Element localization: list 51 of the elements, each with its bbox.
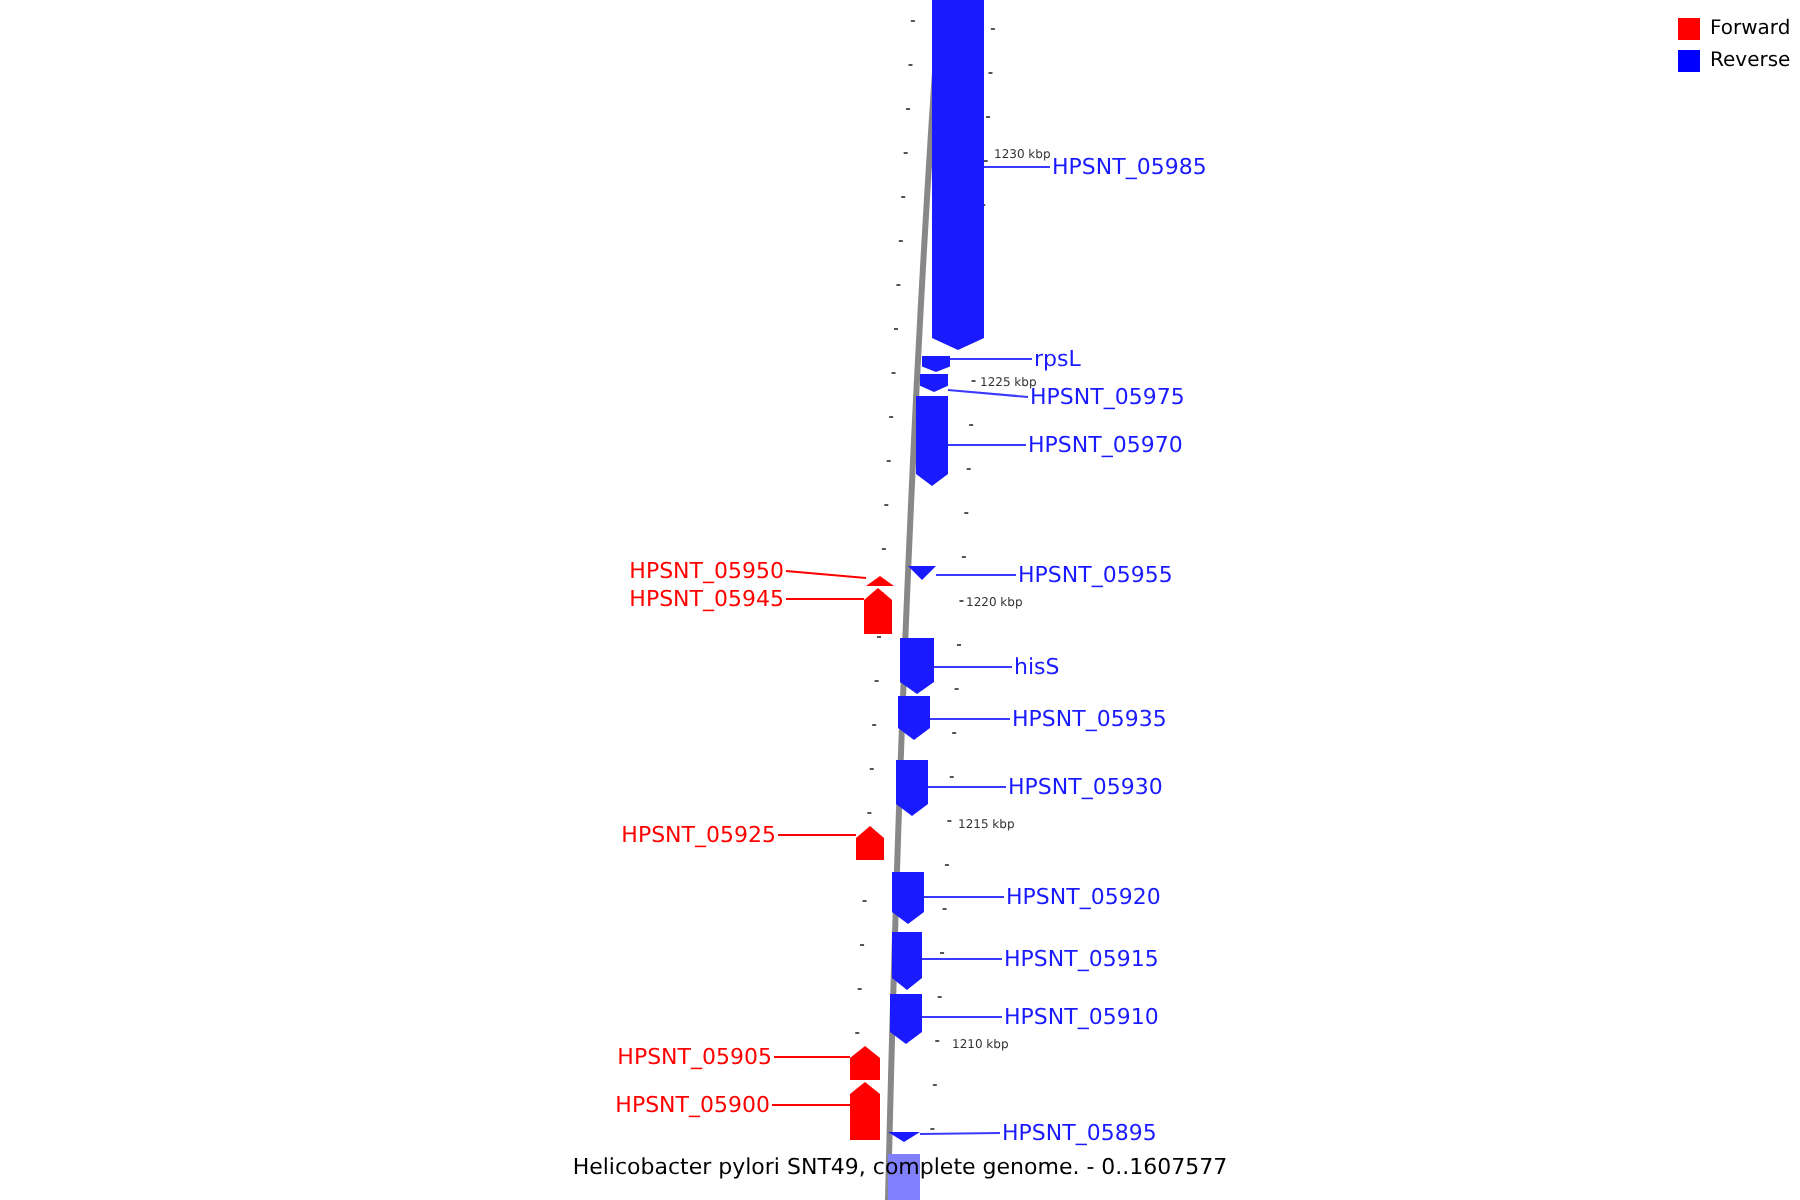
legend-label: Forward: [1710, 18, 1791, 40]
leader-line: [929, 718, 1011, 720]
reverse-gene-block: [888, 1132, 920, 1142]
leader-line: [921, 958, 1003, 960]
reverse-gene-block: [922, 356, 950, 372]
forward-gene-block: [850, 1046, 880, 1080]
leader-line: [771, 1104, 851, 1106]
gene-label: HPSNT_05905: [617, 1044, 772, 1070]
leader-line: [923, 896, 1005, 898]
leader-line: [933, 666, 1013, 668]
reverse-gene-block: [892, 872, 924, 924]
gene-label: HPSNT_05935: [1012, 706, 1167, 732]
gene-label: HPSNT_05895: [1002, 1120, 1157, 1146]
gene-label: hisS: [1014, 654, 1060, 680]
gene-label: HPSNT_05915: [1004, 946, 1159, 972]
gene-label: HPSNT_05925: [621, 822, 776, 848]
forward-gene-block: [850, 1082, 880, 1140]
leader-line: [949, 358, 1033, 360]
leader-line: [777, 834, 857, 836]
reverse-gene-block: [898, 696, 930, 740]
reverse-gene-block: [900, 638, 934, 694]
leader-line: [947, 389, 1029, 398]
gene-label: HPSNT_05970: [1028, 432, 1183, 458]
leader-line: [983, 166, 1051, 168]
gene-label: HPSNT_05900: [615, 1092, 770, 1118]
gene-label: HPSNT_05985: [1052, 154, 1207, 180]
caption: Helicobacter pylori SNT49, complete genome. - 0..1607577: [572, 1154, 1228, 1180]
leader-line: [921, 1016, 1003, 1018]
gene-label: HPSNT_05945: [629, 586, 784, 612]
reverse-gene-block: [932, 0, 984, 350]
leader-line: [773, 1056, 851, 1058]
reverse-gene-block: [890, 994, 922, 1044]
reverse-gene-block: [896, 760, 928, 816]
reverse-gene-block: [908, 566, 936, 580]
gene-label: rpsL: [1034, 346, 1081, 372]
gene-label: HPSNT_05950: [629, 558, 784, 584]
leader-line: [785, 598, 865, 600]
legend-label: Reverse: [1710, 50, 1791, 72]
forward-gene-block: [856, 826, 884, 860]
gene-label: HPSNT_05930: [1008, 774, 1163, 800]
leader-line: [935, 574, 1017, 576]
leader-line: [919, 1132, 1001, 1135]
gene-label: HPSNT_05910: [1004, 1004, 1159, 1030]
reverse-gene-block: [892, 932, 922, 990]
leader-line: [927, 786, 1007, 788]
leader-line: [947, 444, 1027, 446]
reverse-gene-block: [916, 396, 948, 486]
leader-line: [785, 570, 867, 579]
gene-label: HPSNT_05920: [1006, 884, 1161, 910]
gene-label: HPSNT_05955: [1018, 562, 1173, 588]
reverse-gene-block: [920, 374, 948, 392]
